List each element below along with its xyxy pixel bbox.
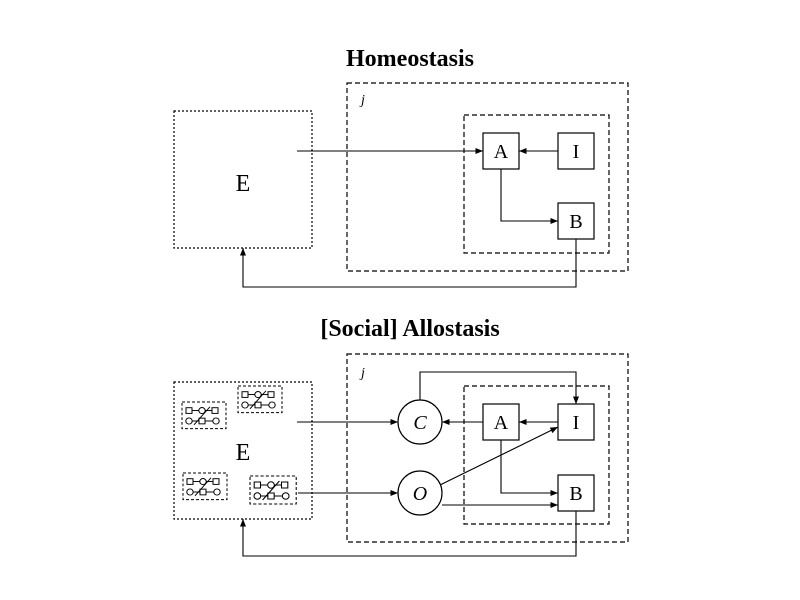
homeostasis-arrow-a-to-b xyxy=(500,169,558,225)
homeostasis-title: Homeostasis xyxy=(346,46,474,72)
allostasis-arrow-a-to-b xyxy=(500,440,558,497)
mini-agent-icon xyxy=(182,472,228,501)
mini-agent-icon xyxy=(249,475,297,505)
allostasis-environment-label: E xyxy=(236,440,251,466)
mini-agent-icon xyxy=(181,401,227,430)
homeostasis-environment-label: E xyxy=(236,171,251,197)
allostasis-arrow-c-to-i xyxy=(419,371,580,404)
allostasis-node-b-label: B xyxy=(569,483,582,505)
homeostasis-node-i-label: I xyxy=(573,141,580,163)
mini-agent-icon xyxy=(237,385,283,414)
homeostasis-agent-box xyxy=(346,82,629,272)
allostasis-title: [Social] Allostasis xyxy=(320,316,499,342)
allostasis-agent-box xyxy=(346,353,629,543)
allostasis-panel: [Social] Allostasis E j C O A I B xyxy=(173,316,629,557)
homeostasis-inner-box xyxy=(463,114,610,254)
allostasis-node-a-label: A xyxy=(494,412,509,434)
allostasis-node-i-label: I xyxy=(573,412,580,434)
homeostasis-node-a-label: A xyxy=(494,141,509,163)
allostasis-agent-label: j xyxy=(359,366,365,381)
allostasis-node-a xyxy=(482,403,520,441)
homeostasis-panel: Homeostasis E j A I B xyxy=(173,46,629,288)
allostasis-node-c-label: C xyxy=(413,412,427,434)
allostasis-node-i xyxy=(557,403,595,441)
allostasis-arrow-b-to-e xyxy=(239,511,577,557)
allostasis-node-o-label: O xyxy=(413,483,427,505)
homeostasis-node-i xyxy=(557,132,595,170)
homeostasis-node-b-label: B xyxy=(569,211,582,233)
homeostasis-arrow-b-to-e xyxy=(239,239,577,288)
allostasis-inner-box xyxy=(463,385,610,525)
homeostasis-agent-label: j xyxy=(359,93,365,108)
allostasis-arrow-o-to-i xyxy=(439,426,559,486)
